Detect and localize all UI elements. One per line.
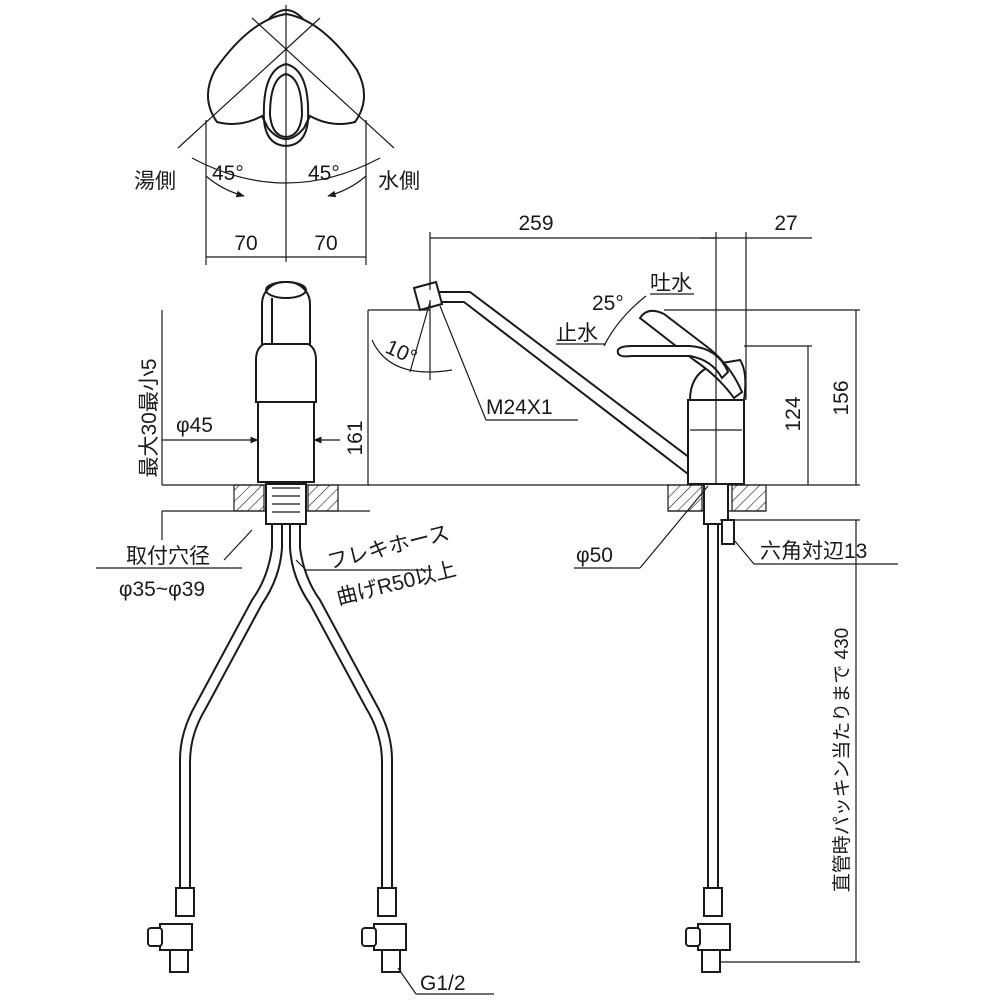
handle-grip-inner-top bbox=[268, 72, 304, 139]
hose-right-outer bbox=[299, 524, 393, 888]
connector-left bbox=[147, 887, 195, 973]
shank-side bbox=[703, 483, 729, 525]
counter-hatch-side-left bbox=[667, 484, 703, 512]
spout-tip-front bbox=[265, 281, 307, 299]
handle-outline-top bbox=[207, 12, 365, 140]
width-left-label: 70 bbox=[234, 232, 257, 255]
thread-label: G1/2 bbox=[420, 972, 466, 995]
thread-leader bbox=[397, 967, 417, 995]
hex-nut-side bbox=[721, 519, 735, 545]
lever-angle-label: 25° bbox=[592, 292, 624, 315]
pipe-length-label: 直管時パッキン当たりまで 430 bbox=[831, 628, 853, 892]
angle-right-label: 45° bbox=[308, 162, 340, 185]
rotation-arrow-right bbox=[327, 175, 367, 198]
nut-side-lower bbox=[701, 949, 721, 973]
top-view: 湯側 水側 45° 45° 70 70 bbox=[134, 5, 420, 265]
water-out-label: 吐水 bbox=[650, 272, 692, 295]
nut-left-lower bbox=[169, 949, 189, 973]
rotation-line-right bbox=[251, 17, 395, 149]
hose-right-inner bbox=[289, 524, 383, 888]
lever-front bbox=[255, 343, 317, 403]
connector-right bbox=[361, 887, 407, 973]
hose-left-inner bbox=[189, 524, 283, 888]
counter-hatch-side-right bbox=[731, 484, 767, 512]
counter-hatch-right bbox=[307, 484, 339, 512]
valve-right bbox=[373, 923, 407, 951]
thickness-label: 最大30最小5 bbox=[138, 358, 161, 477]
water-stop-label: 止水 bbox=[556, 322, 598, 345]
front-view: 最大30最小5 φ45 取付穴径 φ35~φ39 フレキホース 曲げR50以上 … bbox=[96, 281, 494, 995]
thread-leader-side bbox=[439, 305, 487, 421]
valve-stop-side bbox=[685, 927, 701, 947]
connector-side bbox=[685, 887, 731, 973]
hex-leader bbox=[733, 539, 755, 565]
hex-size-label: 六角対辺13 bbox=[760, 540, 867, 563]
mount-hole-leader bbox=[223, 529, 253, 561]
side-view: 259 27 25° 吐水 止水 10° M24X1 161 124 156 φ… bbox=[344, 212, 898, 973]
spout-upper-edge bbox=[430, 291, 699, 465]
nut-side-upper bbox=[703, 887, 723, 917]
rotation-line-left bbox=[177, 17, 321, 149]
valve-stop-left bbox=[147, 927, 163, 947]
hose-left-outer bbox=[179, 524, 273, 888]
valve-side bbox=[697, 923, 731, 951]
nut-left-upper bbox=[175, 887, 195, 917]
counter-hatch-left bbox=[233, 484, 265, 512]
handle-grip-top bbox=[262, 62, 310, 148]
lever-offset-label: 27 bbox=[774, 212, 797, 235]
spout-angle-label: 10° bbox=[382, 336, 420, 370]
handle-tip-top bbox=[267, 9, 305, 21]
nut-right-upper bbox=[377, 887, 397, 917]
base-diameter-label: φ50 bbox=[576, 544, 613, 567]
mount-hole-range: φ35~φ39 bbox=[119, 578, 205, 601]
lever-height-label: 124 bbox=[782, 396, 805, 431]
base-diameter-leader bbox=[639, 485, 709, 569]
spout-angle-tilt bbox=[409, 301, 431, 373]
body-base-front bbox=[257, 401, 315, 483]
mount-hole-title: 取付穴径 bbox=[126, 545, 210, 568]
total-height-label: 156 bbox=[830, 380, 853, 415]
spout-angle-arc bbox=[371, 339, 453, 373]
width-right-label: 70 bbox=[314, 232, 337, 255]
valve-stop-right bbox=[361, 927, 377, 947]
body-diameter-label: φ45 bbox=[176, 414, 213, 437]
angle-left-label: 45° bbox=[212, 162, 244, 185]
spout-outlet bbox=[412, 280, 444, 312]
rotation-arc bbox=[191, 157, 381, 184]
spout-reach-label: 259 bbox=[518, 212, 553, 235]
nut-right-lower bbox=[381, 949, 401, 973]
valve-left bbox=[159, 923, 193, 951]
lever-lower-side bbox=[616, 345, 730, 380]
rotation-arrow-left bbox=[205, 175, 245, 198]
spout-height-label: 161 bbox=[344, 420, 367, 455]
lever-angle-arc bbox=[603, 295, 647, 347]
hot-side-label: 湯側 bbox=[134, 170, 176, 193]
cold-side-label: 水側 bbox=[378, 170, 420, 193]
spout-thread-label: M24X1 bbox=[486, 396, 553, 419]
